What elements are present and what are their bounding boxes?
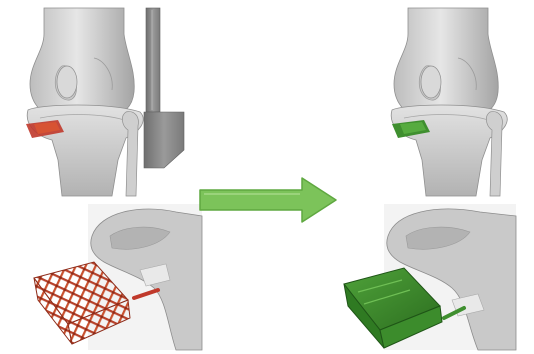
knee-panel-before [24, 6, 199, 198]
knee-panel-after [388, 6, 534, 198]
right-arrow-icon [200, 178, 336, 222]
bone-panel-before [34, 204, 202, 350]
bone-panel-after [344, 204, 516, 350]
femur [30, 8, 134, 118]
